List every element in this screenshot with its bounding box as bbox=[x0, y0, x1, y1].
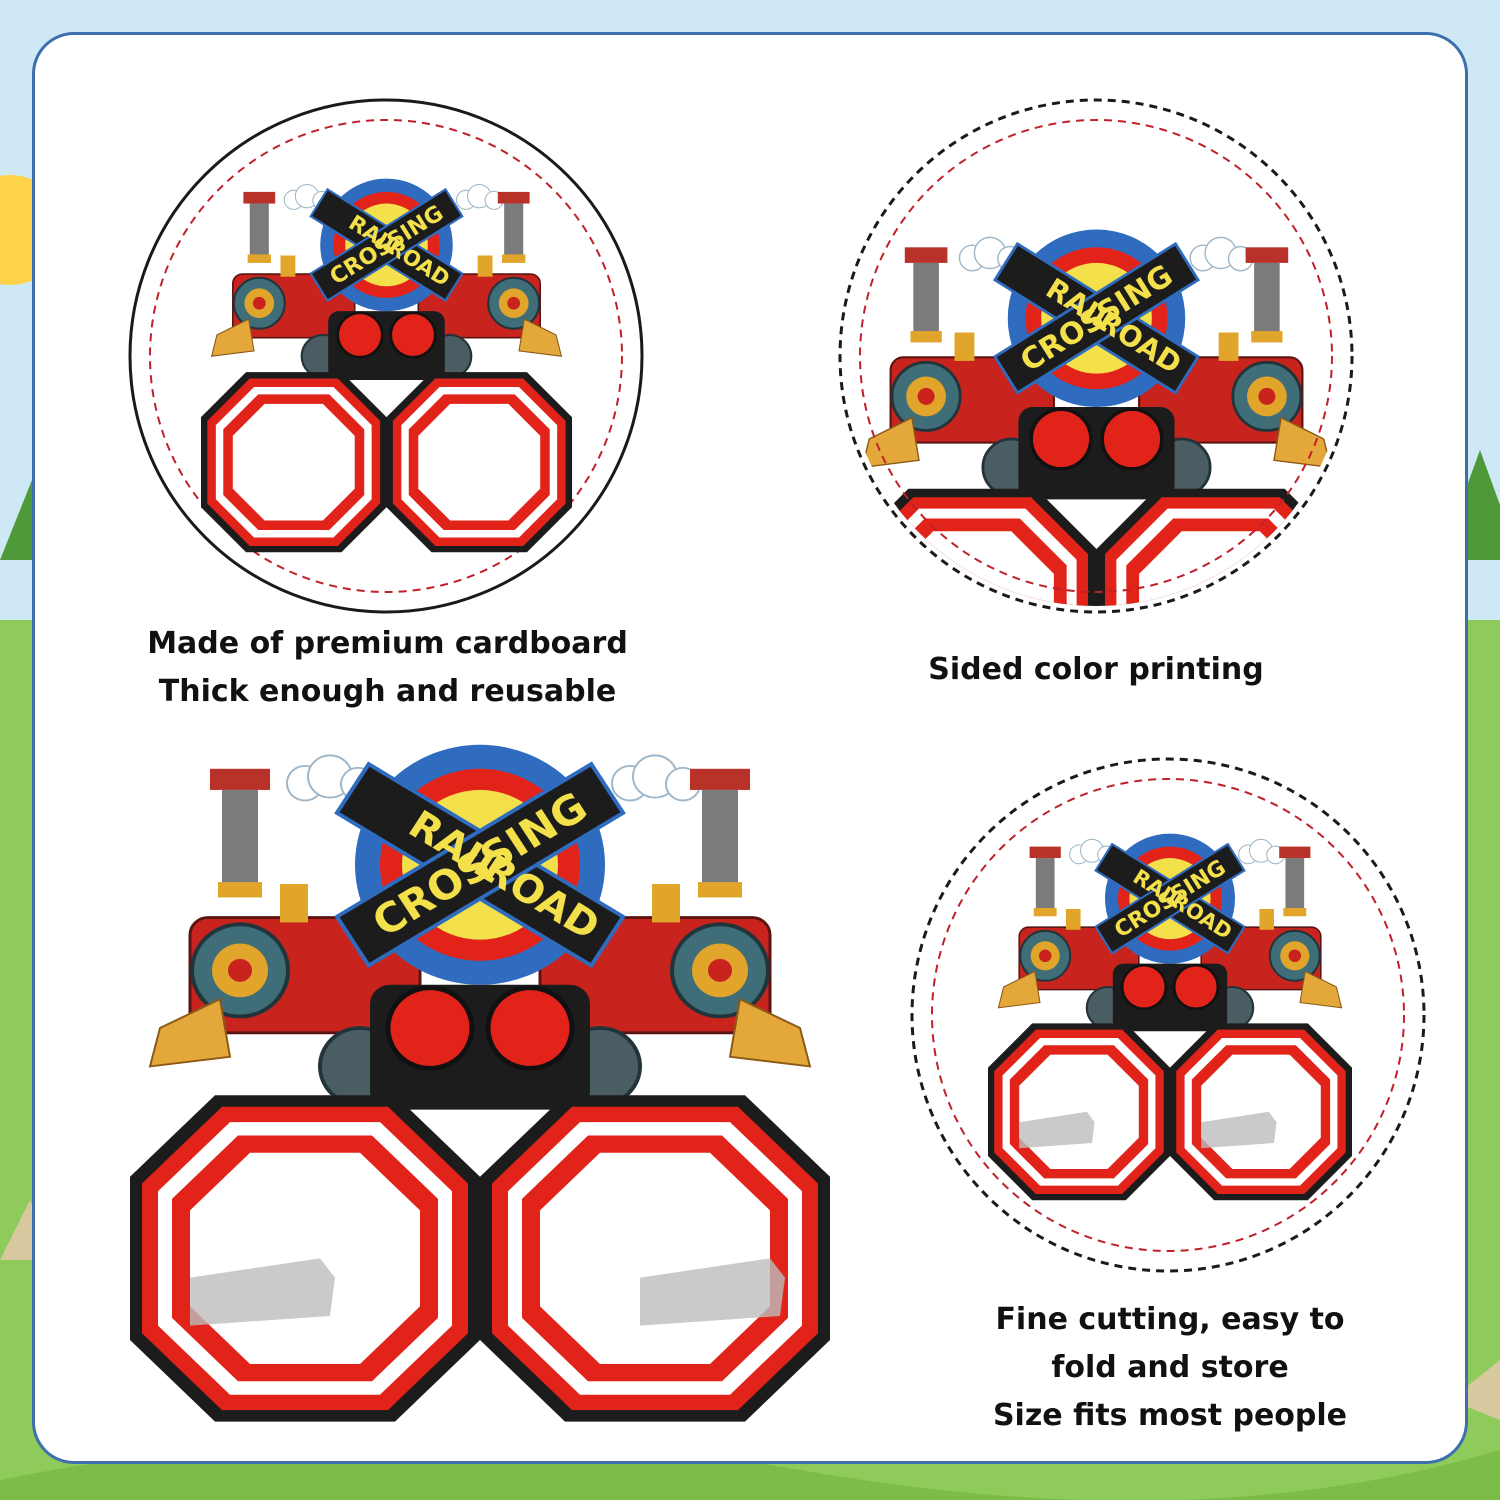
caption-line: Made of premium cardboard bbox=[147, 626, 628, 661]
front-view-circle: RAIL CROSSING ROAD bbox=[126, 96, 646, 616]
folded-view-circle: RAIL CROSSING ROAD bbox=[908, 755, 1428, 1275]
glasses-illustration: RAIL CROSSING ROAD bbox=[199, 177, 574, 554]
zoom-view-circle: RAIL CROSSING ROAD bbox=[836, 96, 1356, 616]
caption-fit: Fine cutting, easy to fold and store Siz… bbox=[930, 1296, 1410, 1440]
caption-line: Thick enough and reusable bbox=[158, 674, 617, 709]
glasses-illustration: RAIL CROSSING ROAD bbox=[846, 227, 1346, 606]
caption-line: Sided color printing bbox=[928, 652, 1264, 687]
caption-line: fold and store bbox=[1051, 1350, 1289, 1385]
caption-line: Size fits most people bbox=[992, 1398, 1348, 1433]
caption-printing: Sided color printing bbox=[836, 646, 1356, 694]
large-glasses: RAIL CROSSING ROAD bbox=[120, 740, 840, 1430]
glasses-illustration: RAIL CROSSING ROAD bbox=[986, 832, 1354, 1202]
caption-line: Fine cutting, easy to bbox=[995, 1302, 1345, 1337]
caption-material: Made of premium cardboard Thick enough a… bbox=[100, 620, 675, 716]
